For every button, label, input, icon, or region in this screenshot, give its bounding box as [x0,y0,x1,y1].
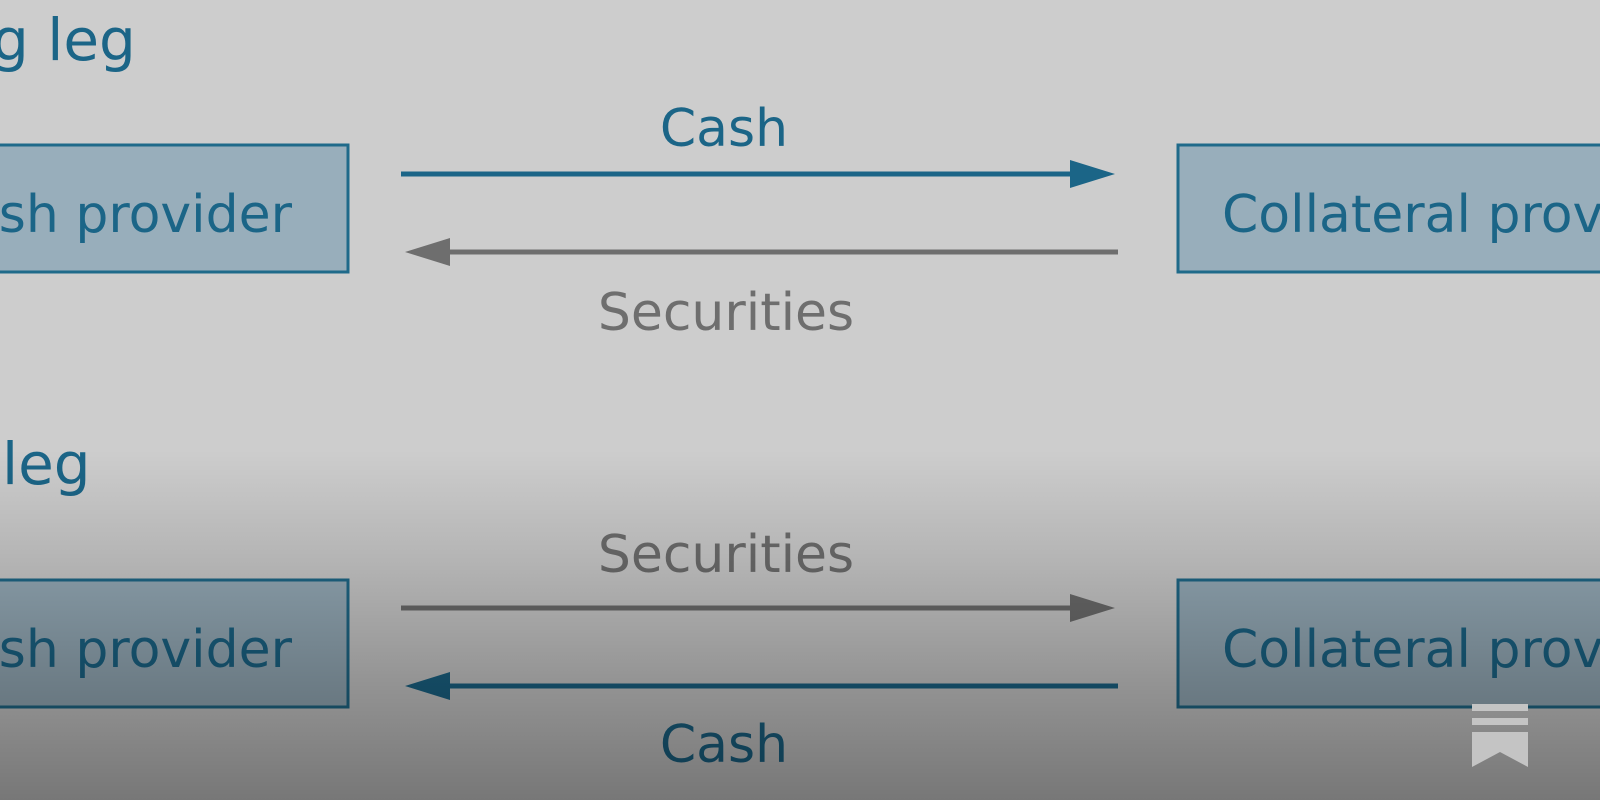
cash-provider-box [0,143,350,274]
bookmark-logo-icon [1472,704,1528,767]
collateral-provider-label: Collateral provider [1222,620,1600,680]
cash-arrowhead [1070,160,1115,188]
collateral-provider-box [1176,578,1600,709]
cash-arrow-label: Cash [660,99,788,159]
collateral-provider-label: Collateral provider [1222,185,1600,245]
cash-arrow-label: Cash [660,715,788,775]
securities-arrowhead [1070,594,1115,622]
cash-provider-label: Cash provider [0,185,293,245]
securities-arrowhead [405,238,450,266]
bottom-section: leg Cash provider Collateral provider Se… [0,430,1600,775]
cash-arrowhead [405,672,450,700]
collateral-provider-box [1176,143,1600,274]
section-title: leg [2,430,91,498]
securities-arrow-label: Securities [598,283,854,343]
top-section: g leg Cash provider Collateral provider … [0,6,1600,343]
cash-provider-box [0,578,350,709]
cash-provider-label: Cash provider [0,620,293,680]
securities-arrow-label: Securities [598,525,854,585]
section-title: g leg [0,6,136,74]
